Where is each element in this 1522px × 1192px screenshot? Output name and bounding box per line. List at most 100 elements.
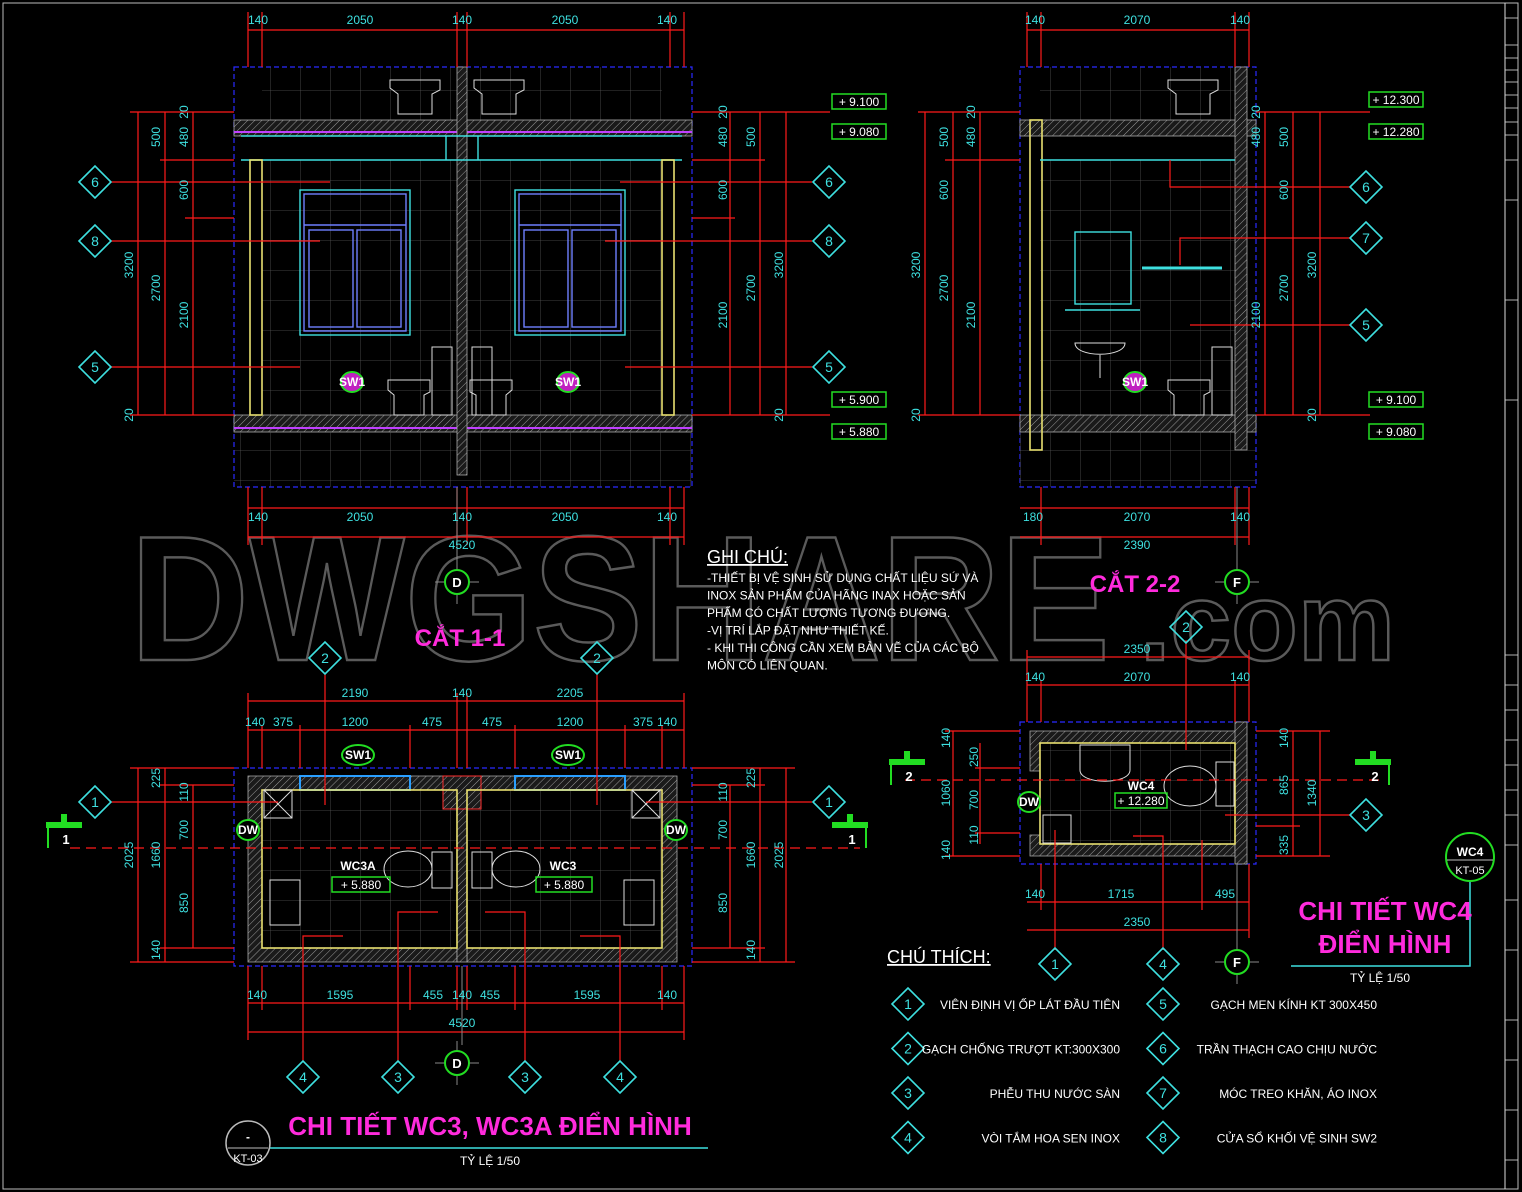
- callout-number: 4: [299, 1069, 307, 1085]
- dimension-label: 140: [657, 13, 677, 27]
- dimension-label: 2025: [772, 841, 786, 868]
- callout-tag[interactable]: 2: [579, 640, 615, 676]
- callout-tag[interactable]: 5: [811, 349, 847, 385]
- elevation-marker: + 5.880: [535, 876, 593, 893]
- opening-tag[interactable]: SW1: [555, 371, 581, 393]
- elevation-value: + 9.100: [839, 95, 880, 109]
- callout-tag[interactable]: 1: [811, 784, 847, 820]
- dimension-label: 500: [149, 127, 163, 147]
- opening-label: SW1: [345, 748, 371, 762]
- dimension-label: 2050: [552, 13, 579, 27]
- callout-tag[interactable]: 3: [890, 1075, 926, 1111]
- callout-number: 2: [904, 1041, 912, 1057]
- callout-tag[interactable]: 2: [1168, 609, 1204, 645]
- watermark-suffix: .com: [1140, 561, 1395, 684]
- plan-title: ĐIỂN HÌNH: [1319, 929, 1452, 959]
- callout-tag[interactable]: 4: [890, 1120, 926, 1155]
- opening-tag[interactable]: SW1: [1122, 371, 1148, 393]
- elevation-value: + 5.880: [341, 878, 382, 892]
- grid-axis-bubble[interactable]: D: [435, 560, 479, 604]
- dimension-label: 1660: [149, 841, 163, 868]
- callout-tag[interactable]: 3: [380, 1059, 416, 1095]
- dimension-label: 455: [480, 988, 500, 1002]
- callout-tag[interactable]: 1: [77, 784, 113, 820]
- callout-tag[interactable]: 4: [602, 1059, 638, 1095]
- callout-tag[interactable]: 8: [77, 223, 113, 259]
- notes-heading: GHI CHÚ:: [707, 546, 788, 567]
- section-cut-marker[interactable]: 1: [832, 814, 868, 848]
- total-dimension: 4520: [449, 538, 476, 552]
- callout-tag[interactable]: 6: [77, 164, 113, 200]
- opening-label: SW1: [1122, 375, 1148, 389]
- opening-tag[interactable]: DW: [236, 819, 260, 841]
- sheet-number: KT-05: [1455, 865, 1484, 877]
- opening-tag[interactable]: SW1: [339, 371, 365, 393]
- elevation-marker: + 12.280: [1368, 123, 1424, 140]
- callout-tag[interactable]: 2: [307, 640, 343, 676]
- diamond-icon: [1348, 220, 1384, 256]
- callout-tag[interactable]: 8: [811, 223, 847, 259]
- note-line: -VỊ TRÍ LẮP ĐẶT NHƯ THIẾT KẾ.: [707, 623, 889, 638]
- elevation-value: + 5.880: [544, 878, 585, 892]
- section-cut-marker[interactable]: 1: [46, 814, 82, 848]
- dimension-label: 1660: [744, 841, 758, 868]
- total-dimension: 2350: [1124, 915, 1151, 929]
- elevation-marker: + 9.100: [1368, 391, 1424, 408]
- callout-tag[interactable]: 6: [811, 164, 847, 200]
- callout-tag[interactable]: 7: [1348, 220, 1384, 256]
- callout-tag[interactable]: 3: [507, 1059, 543, 1095]
- opening-label: SW1: [555, 375, 581, 389]
- dimension-label: 2700: [149, 274, 163, 301]
- diamond-icon: [1348, 307, 1384, 343]
- callout-tag[interactable]: 4: [285, 1059, 321, 1095]
- sheet-reference-bubble[interactable]: -KT-03: [225, 1120, 271, 1166]
- dimension-label: 2070: [1124, 13, 1151, 27]
- diamond-icon: [811, 164, 847, 200]
- callout-tag[interactable]: 4: [1145, 946, 1181, 982]
- diamond-icon: [77, 164, 113, 200]
- callout-tag[interactable]: 6: [1348, 169, 1384, 205]
- callout-tag[interactable]: 7: [1145, 1075, 1181, 1111]
- section-cut-number: 1: [62, 832, 69, 847]
- dimension-label: 140: [1025, 13, 1045, 27]
- callout-tag[interactable]: 1: [1037, 946, 1073, 982]
- diamond-icon: [811, 784, 847, 820]
- callout-tag[interactable]: 2: [890, 1031, 926, 1066]
- elevation-value: + 12.280: [1372, 125, 1419, 139]
- callout-number: 2: [321, 650, 329, 666]
- callout-tag[interactable]: 5: [1145, 986, 1181, 1022]
- callout-tag[interactable]: 1: [890, 986, 926, 1022]
- callout-tag[interactable]: 6: [1145, 1031, 1181, 1066]
- plan-title: CHI TIẾT WC4: [1298, 896, 1472, 926]
- total-dimension: 2350: [1124, 642, 1151, 656]
- opening-tag[interactable]: DW: [1017, 791, 1041, 813]
- callout-tag[interactable]: 3: [1348, 797, 1384, 833]
- dimension-label: 225: [149, 768, 163, 788]
- section-cut-marker[interactable]: 2: [889, 751, 925, 785]
- callout-tag[interactable]: 5: [1348, 307, 1384, 343]
- diamond-icon: [380, 1059, 416, 1095]
- grid-axis-bubble[interactable]: F: [1215, 940, 1259, 984]
- legend-item-text: VIÊN ĐỊNH VỊ ỐP LÁT ĐẦU TIÊN: [940, 997, 1120, 1012]
- callout-tag[interactable]: 8: [1145, 1120, 1181, 1155]
- section-cut-marker[interactable]: 2: [1355, 751, 1391, 785]
- grid-axis-bubble[interactable]: D: [435, 1041, 479, 1085]
- callout-number: 7: [1362, 230, 1370, 246]
- opening-tag[interactable]: DW: [664, 819, 688, 841]
- diamond-icon: [602, 1059, 638, 1095]
- opening-tag[interactable]: SW1: [341, 744, 375, 766]
- elevation-marker: + 12.280: [1114, 792, 1168, 809]
- callout-tag[interactable]: 5: [77, 349, 113, 385]
- diamond-icon: [1145, 946, 1181, 982]
- opening-tag[interactable]: SW1: [551, 744, 585, 766]
- room-label: WC4: [1128, 779, 1155, 793]
- dimension-label: 20: [1305, 408, 1319, 422]
- callout-number: 5: [1362, 317, 1370, 333]
- diamond-icon: [1168, 609, 1204, 645]
- dimension-label: 20: [964, 105, 978, 119]
- grid-axis-bubble[interactable]: F: [1215, 560, 1259, 604]
